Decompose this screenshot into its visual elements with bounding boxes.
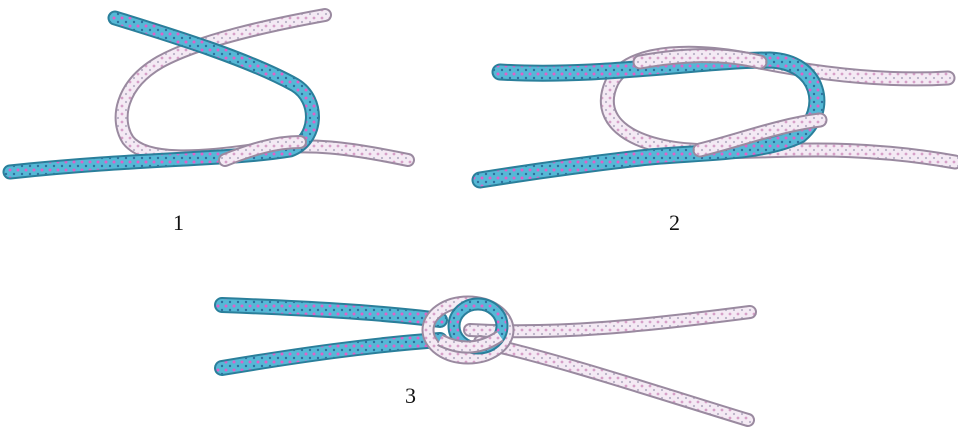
step-1-illustration: [10, 15, 408, 172]
step-2-label: 2: [669, 212, 680, 234]
blue-rope-step-3: [222, 305, 440, 368]
step-1-label: 1: [173, 212, 184, 234]
step-2-illustration: [480, 53, 955, 180]
step-3-illustration: [222, 302, 750, 420]
step-3-label: 3: [405, 385, 416, 407]
blue-rope-step-2: [480, 60, 817, 180]
